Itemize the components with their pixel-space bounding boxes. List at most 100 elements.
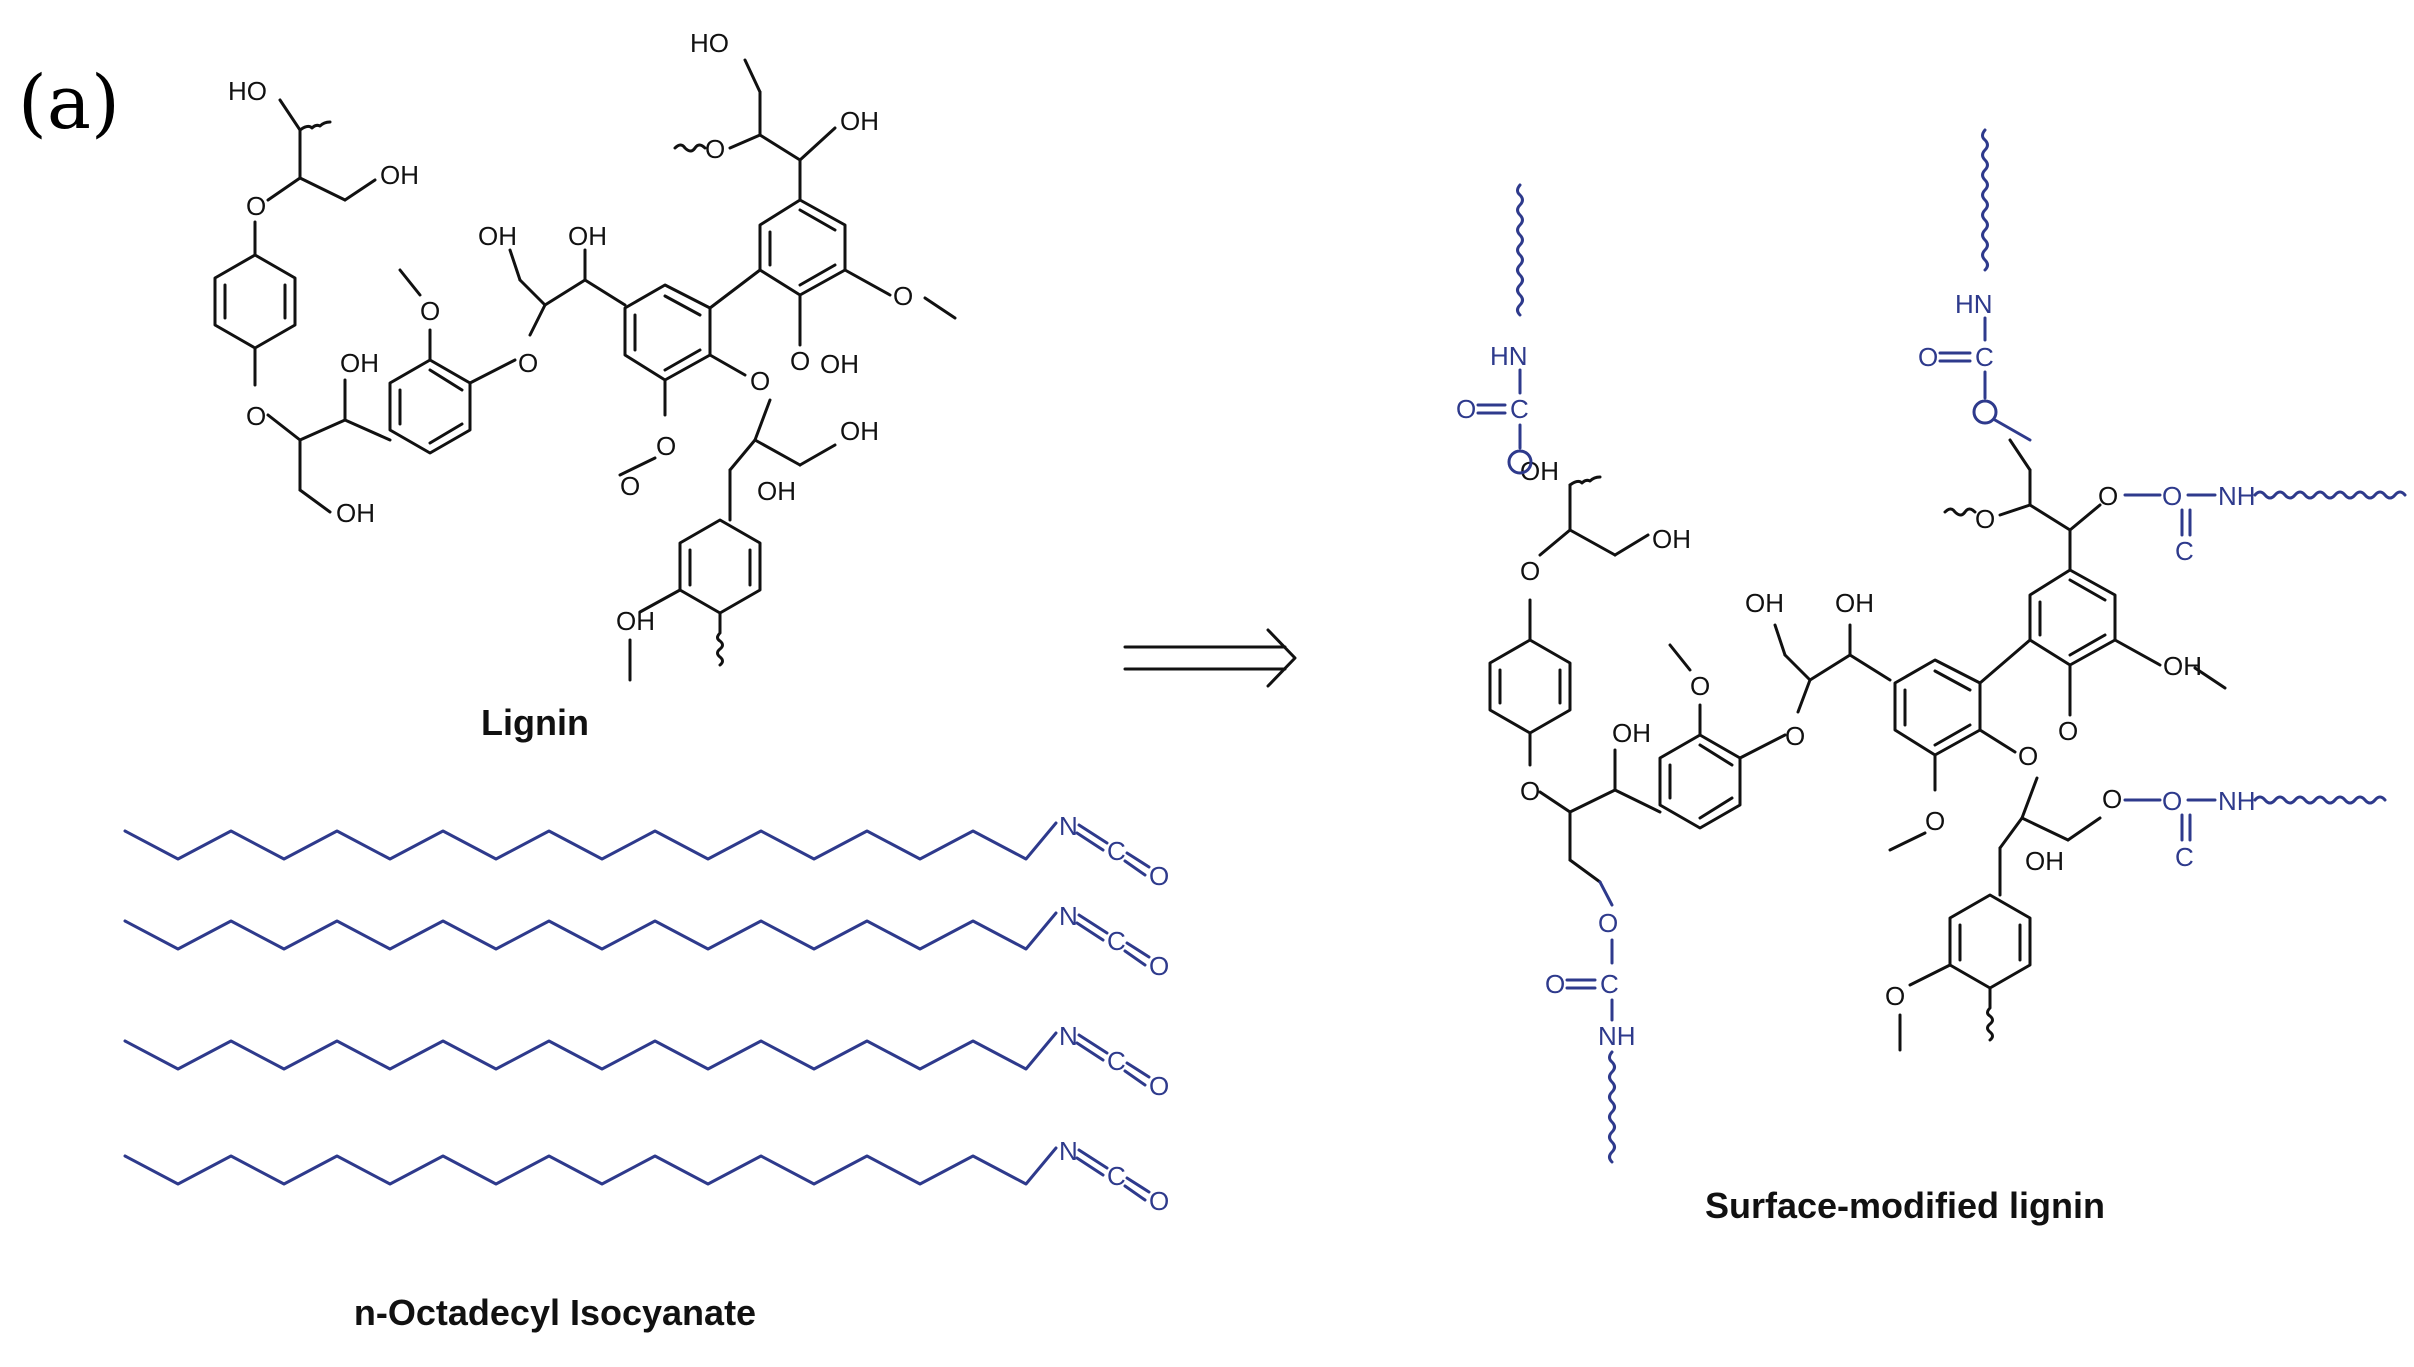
nitrogen-label: N bbox=[1059, 1136, 1078, 1166]
product-blue-label-12: O bbox=[1545, 969, 1565, 999]
lignin-label-4: O bbox=[420, 296, 440, 326]
carbamate-top-left: HN O C bbox=[1456, 183, 1533, 475]
lignin-label-19: O bbox=[705, 134, 725, 164]
product-label-13: O bbox=[2058, 716, 2078, 746]
isocyanate-chain bbox=[123, 1031, 1058, 1071]
product-label-16: O bbox=[1975, 504, 1995, 534]
reaction-arrow bbox=[1123, 628, 1297, 688]
lignin-label-13: HO bbox=[690, 28, 729, 58]
product-label-2: O bbox=[1520, 776, 1540, 806]
c-o-double-bond bbox=[1123, 851, 1151, 877]
lignin-label-9: O bbox=[656, 431, 676, 461]
lignin-label-21: OH bbox=[820, 349, 859, 379]
lignin-label-12: OH bbox=[840, 416, 879, 446]
product-blue-label-7: C bbox=[2175, 536, 2194, 566]
n-c-double-bond bbox=[1075, 823, 1109, 852]
lignin-label-11: O bbox=[750, 366, 770, 396]
product-label-0: O bbox=[1520, 556, 1540, 586]
product-ring-e bbox=[1948, 893, 2032, 990]
c-o-double-bond bbox=[1123, 1176, 1151, 1202]
product-ring-a bbox=[1488, 638, 1572, 735]
panel-label: (a) bbox=[18, 60, 120, 146]
n-c-double-bond bbox=[1075, 1033, 1109, 1062]
lignin-label-20: O bbox=[620, 471, 640, 501]
lignin-label-14: OH bbox=[840, 106, 879, 136]
lignin-label-5: OH bbox=[340, 348, 379, 378]
c-o-double-bond bbox=[1123, 941, 1151, 967]
product-blue-label-13: C bbox=[1600, 969, 1619, 999]
product-blue-label-4: O bbox=[1918, 342, 1938, 372]
product-blue-label-8: NH bbox=[2218, 481, 2256, 511]
product-label-12: O bbox=[1885, 981, 1905, 1011]
product-blue-label-10: C bbox=[2175, 842, 2194, 872]
lignin-label-1: OH bbox=[380, 160, 419, 190]
product-caption: Surface-modified lignin bbox=[1705, 1185, 2105, 1226]
isocyanate-chain bbox=[123, 821, 1058, 861]
carbamate-top-right: HN O C bbox=[1918, 128, 2032, 442]
oxygen-label: O bbox=[1149, 861, 1169, 891]
product-blue-label-9: O bbox=[2162, 786, 2182, 816]
lignin-label-18: OH bbox=[616, 606, 655, 636]
product-blue-label-2: C bbox=[1510, 394, 1529, 424]
product-blue-label-0: HN bbox=[1490, 341, 1528, 371]
isocyanate-chain bbox=[123, 911, 1058, 951]
carbon-label: C bbox=[1107, 1046, 1126, 1076]
nitrogen-label: N bbox=[1059, 1021, 1078, 1051]
lignin-ring-a bbox=[213, 253, 297, 350]
lignin-label-0: HO bbox=[228, 76, 267, 106]
isocyanate-chain bbox=[123, 1146, 1058, 1186]
oxygen-label: O bbox=[1149, 1071, 1169, 1101]
product-blue-label-1: O bbox=[1456, 394, 1476, 424]
isocyanate-caption: n-Octadecyl Isocyanate bbox=[354, 1292, 756, 1333]
product-blue-label-14: NH bbox=[1598, 1021, 1636, 1051]
product-label-9: O bbox=[2018, 741, 2038, 771]
lignin-label-8: OH bbox=[568, 221, 607, 251]
n-c-double-bond bbox=[1075, 913, 1109, 942]
lignin-label-6: OH bbox=[478, 221, 517, 251]
c-o-double-bond bbox=[1123, 1061, 1151, 1087]
n-c-double-bond bbox=[1075, 1148, 1109, 1177]
carbamate-right-lower: O C NH bbox=[2123, 786, 2387, 872]
lignin-label-15: O bbox=[893, 281, 913, 311]
product-ring-d bbox=[2028, 568, 2117, 667]
product-label-14: OH bbox=[2163, 651, 2202, 681]
product-blue-label-5: C bbox=[1975, 342, 1994, 372]
product-ring-c bbox=[1893, 658, 1982, 757]
carbon-label: C bbox=[1107, 1161, 1126, 1191]
lignin-label-7: O bbox=[518, 348, 538, 378]
lignin-structure: HO OH O O OH OH O O OH OH bbox=[213, 28, 957, 743]
product-label-3: O bbox=[1690, 671, 1710, 701]
product-label-11: O bbox=[2102, 784, 2122, 814]
lignin-ring-e bbox=[678, 518, 762, 615]
lignin-ring-c bbox=[623, 283, 712, 382]
lignin-label-2: O bbox=[246, 191, 266, 221]
product-label-15: O bbox=[2098, 481, 2118, 511]
product-label-6: OH bbox=[1745, 588, 1784, 618]
product-blue-label-3: HN bbox=[1955, 289, 1993, 319]
carbon-label: C bbox=[1107, 926, 1126, 956]
lignin-caption: Lignin bbox=[481, 702, 589, 743]
carbamate-right-middle: O C NH bbox=[2123, 481, 2407, 566]
lignin-label-17: OH bbox=[336, 498, 375, 528]
product-blue-label-11: NH bbox=[2218, 786, 2256, 816]
modified-lignin-structure: O OH O OH O O OH OH bbox=[1456, 128, 2407, 1226]
lignin-ring-d bbox=[758, 198, 847, 297]
lignin-label-16: O bbox=[790, 346, 810, 376]
lignin-label-10: OH bbox=[757, 476, 796, 506]
oxygen-label: O bbox=[1149, 1186, 1169, 1216]
nitrogen-label: N bbox=[1059, 901, 1078, 931]
lignin-label-3: O bbox=[246, 401, 266, 431]
lignin-ring-b bbox=[388, 358, 472, 455]
product-label-5: OH bbox=[1612, 718, 1651, 748]
product-label-4: O bbox=[1785, 721, 1805, 751]
product-label-1: OH bbox=[1652, 524, 1691, 554]
product-ring-b bbox=[1658, 733, 1742, 830]
nitrogen-label: N bbox=[1059, 811, 1078, 841]
carbamate-bottom-left: O O C NH bbox=[1545, 880, 1636, 1164]
product-blue-label-15: O bbox=[1598, 908, 1618, 938]
oxygen-label: O bbox=[1149, 951, 1169, 981]
product-blue-label-6: O bbox=[2162, 481, 2182, 511]
